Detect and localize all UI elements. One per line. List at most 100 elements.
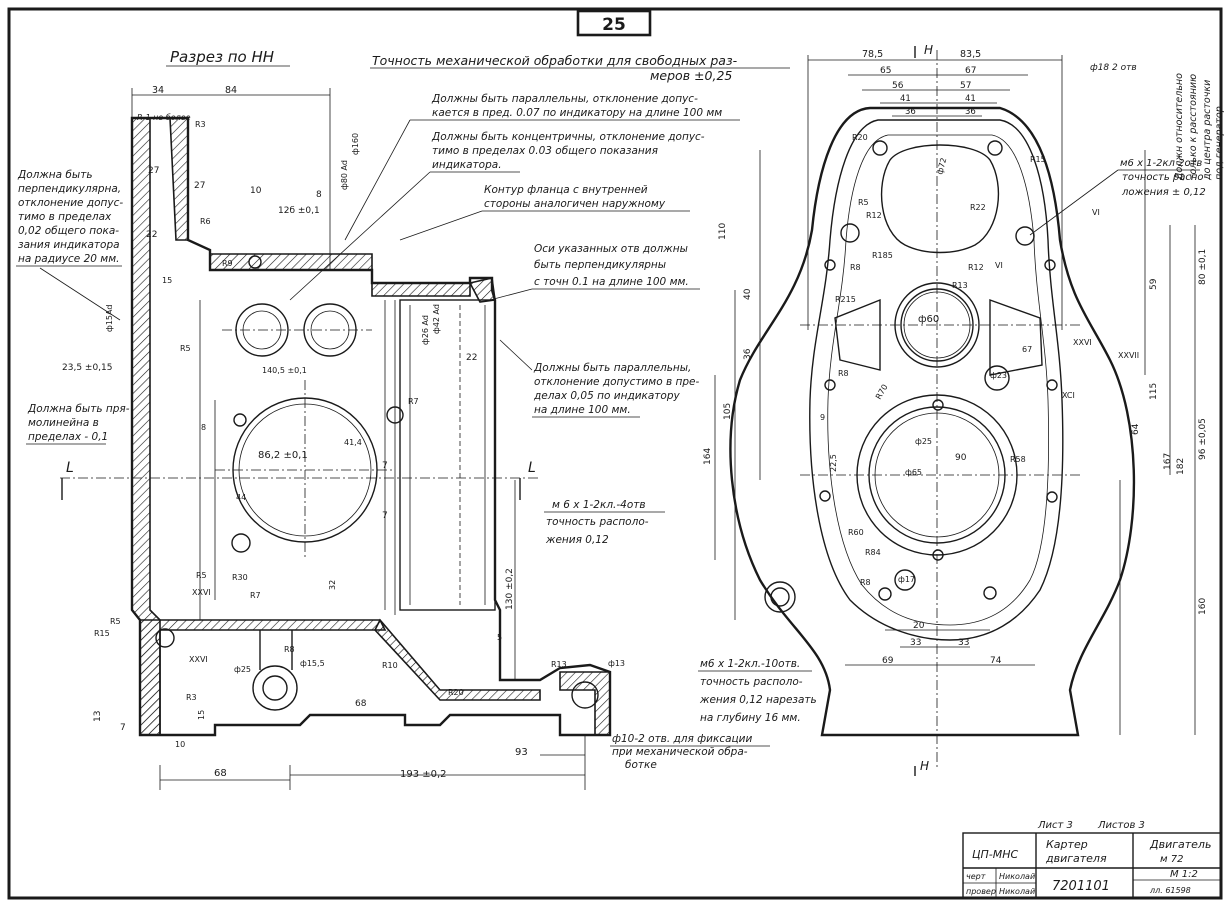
dim-64: 64 (1131, 423, 1141, 435)
dim-36a: 36 (905, 107, 916, 117)
section-view: L L (60, 88, 612, 790)
dim-167: 167 (1163, 453, 1173, 470)
page-number-box: 25 (576, 9, 652, 37)
note-holes-3: с точн 0.1 на длине 100 мм. (534, 276, 689, 288)
dim-r20: R20 (852, 133, 868, 142)
note-perp-3: отклонение допус- (18, 197, 123, 209)
dim-r7b: R7 (250, 591, 261, 600)
section-mark-H-bottom: H (920, 759, 929, 773)
dim-32: 32 (328, 580, 337, 590)
title-drawn-label: черт (966, 872, 986, 881)
note-parallel1-1: Должны быть параллельны, отклонение допу… (431, 93, 698, 105)
dim-40: 40 (743, 288, 753, 300)
dim-r15: R15 (1030, 155, 1046, 164)
dim-56: 56 (892, 81, 904, 91)
dim-r9: R9 (222, 259, 233, 268)
title-scale: М 1:2 (1170, 869, 1198, 880)
dim-90: 90 (955, 453, 967, 463)
title-checked-by: Николай (999, 887, 1035, 896)
section-mark-VI-b: VI (995, 261, 1003, 270)
note-m6-10-2: точность располо- (700, 676, 803, 688)
note-concentric-1: Должны быть концентричны, отклонение доп… (431, 131, 705, 143)
title-part-name-1: Картер (1046, 838, 1088, 851)
dim-130: 130 ±0,2 (505, 568, 515, 610)
title-checked-label: провер (966, 887, 996, 896)
dim-33a: 33 (910, 638, 921, 648)
note-parallel1-2: кается в пред. 0.07 по индикатору на дли… (432, 107, 722, 119)
dim-65: 65 (880, 66, 891, 76)
section-mark-XXVI-left2: XXVI (189, 655, 208, 664)
dim-r6: R6 (200, 217, 211, 226)
dim-10: 10 (250, 186, 262, 196)
dim-160: 160 (1198, 598, 1208, 615)
dim-23-5: 23,5 ±0,15 (62, 363, 112, 373)
dim-78-5: 78,5 (862, 49, 883, 60)
dim-7a: 7 (382, 461, 388, 471)
title-sheets: Листов 3 (1097, 820, 1145, 831)
dim-5: 5 (497, 633, 502, 642)
dim-80: 80 ±0,1 (1198, 249, 1208, 285)
title-part-number: 7201101 (1052, 879, 1110, 894)
dim-f23: ф23 (990, 371, 1007, 380)
dim-15: 15 (162, 276, 172, 285)
dim-86-2: 86,2 ±0,1 (258, 450, 308, 461)
dim-r12b: R12 (968, 263, 984, 272)
dim-r22: R22 (970, 203, 986, 212)
dim-r8b: R8 (838, 369, 849, 378)
dim-r8a: R8 (850, 263, 861, 272)
note-m6-4-3: жения 0,12 (545, 534, 609, 546)
dim-57: 57 (960, 81, 971, 91)
dim-27b: 27 (194, 181, 205, 191)
note-holes-1: Оси указанных отв должны (534, 243, 688, 255)
title-engine-1: Двигатель (1149, 838, 1211, 851)
note-parallel2-1: Должны быть параллельны, (533, 362, 691, 374)
dim-f72: ф72 (935, 157, 948, 176)
dim-r12: R12 (866, 211, 882, 220)
section-mark-L-left: L (66, 460, 74, 476)
front-view (714, 46, 1196, 776)
dim-15b: 15 (197, 710, 206, 720)
title-list-no: лл. 61598 (1149, 886, 1191, 895)
dim-20: 20 (913, 621, 925, 631)
section-view-labels: 34 84 R-1 не более R3 27 27 10 8 12б ±0,… (62, 85, 625, 780)
note-vert-2: только к расстоянию (1188, 74, 1199, 180)
dim-f80: ф80 Ad (340, 160, 349, 190)
note-perp-1: Должна быть (17, 169, 93, 181)
dim-27a: 27 (148, 166, 159, 176)
dim-41-4: 41,4 (344, 438, 362, 447)
dim-68a: 68 (214, 768, 227, 779)
dim-34: 34 (152, 85, 164, 96)
dim-r215: R215 (835, 295, 856, 304)
note-vert-1: Должн относительно (1174, 73, 1185, 181)
dim-8a: 8 (201, 423, 206, 432)
note-concentric-2: тимо в пределах 0.03 общего показания (432, 145, 658, 157)
dim-126: 12б ±0,1 (278, 206, 320, 216)
dim-f65: ф65 (905, 468, 922, 477)
note-perp-2: перпендикулярна, (18, 183, 121, 195)
dim-f25: ф25 (915, 437, 932, 446)
dim-41b: 41 (965, 94, 976, 104)
dim-r185: R185 (872, 251, 893, 260)
note-dowel-3: ботке (625, 759, 657, 771)
note-vert-4: под генератор (1214, 106, 1225, 180)
dim-96: 96 ±0,05 (1198, 418, 1208, 460)
page-number: 25 (602, 15, 626, 35)
dim-r60: R60 (848, 528, 864, 537)
dim-r84: R84 (865, 548, 881, 557)
dim-r10: R10 (382, 661, 398, 670)
dim-r8c: R8 (860, 578, 871, 587)
dim-r15: R15 (94, 629, 110, 638)
sheet-border (7, 7, 1223, 900)
title-block: Лист 3 Листов 3 ЦП-МНС Картер двигателя … (962, 820, 1222, 899)
dim-r5b: R5 (196, 571, 207, 580)
dim-r13: R13 (551, 660, 567, 669)
dim-22-5: 22,5 (829, 454, 838, 472)
dim-8: 8 (316, 190, 322, 200)
dim-r58: R58 (1010, 455, 1026, 464)
note-m6-10-4: на глубину 16 мм. (700, 712, 801, 724)
title-drawn-by: Николай (999, 872, 1035, 881)
section-mark-VI-a: VI (1092, 208, 1100, 217)
dim-r30: R30 (232, 573, 248, 582)
dim-13: 13 (93, 711, 103, 722)
